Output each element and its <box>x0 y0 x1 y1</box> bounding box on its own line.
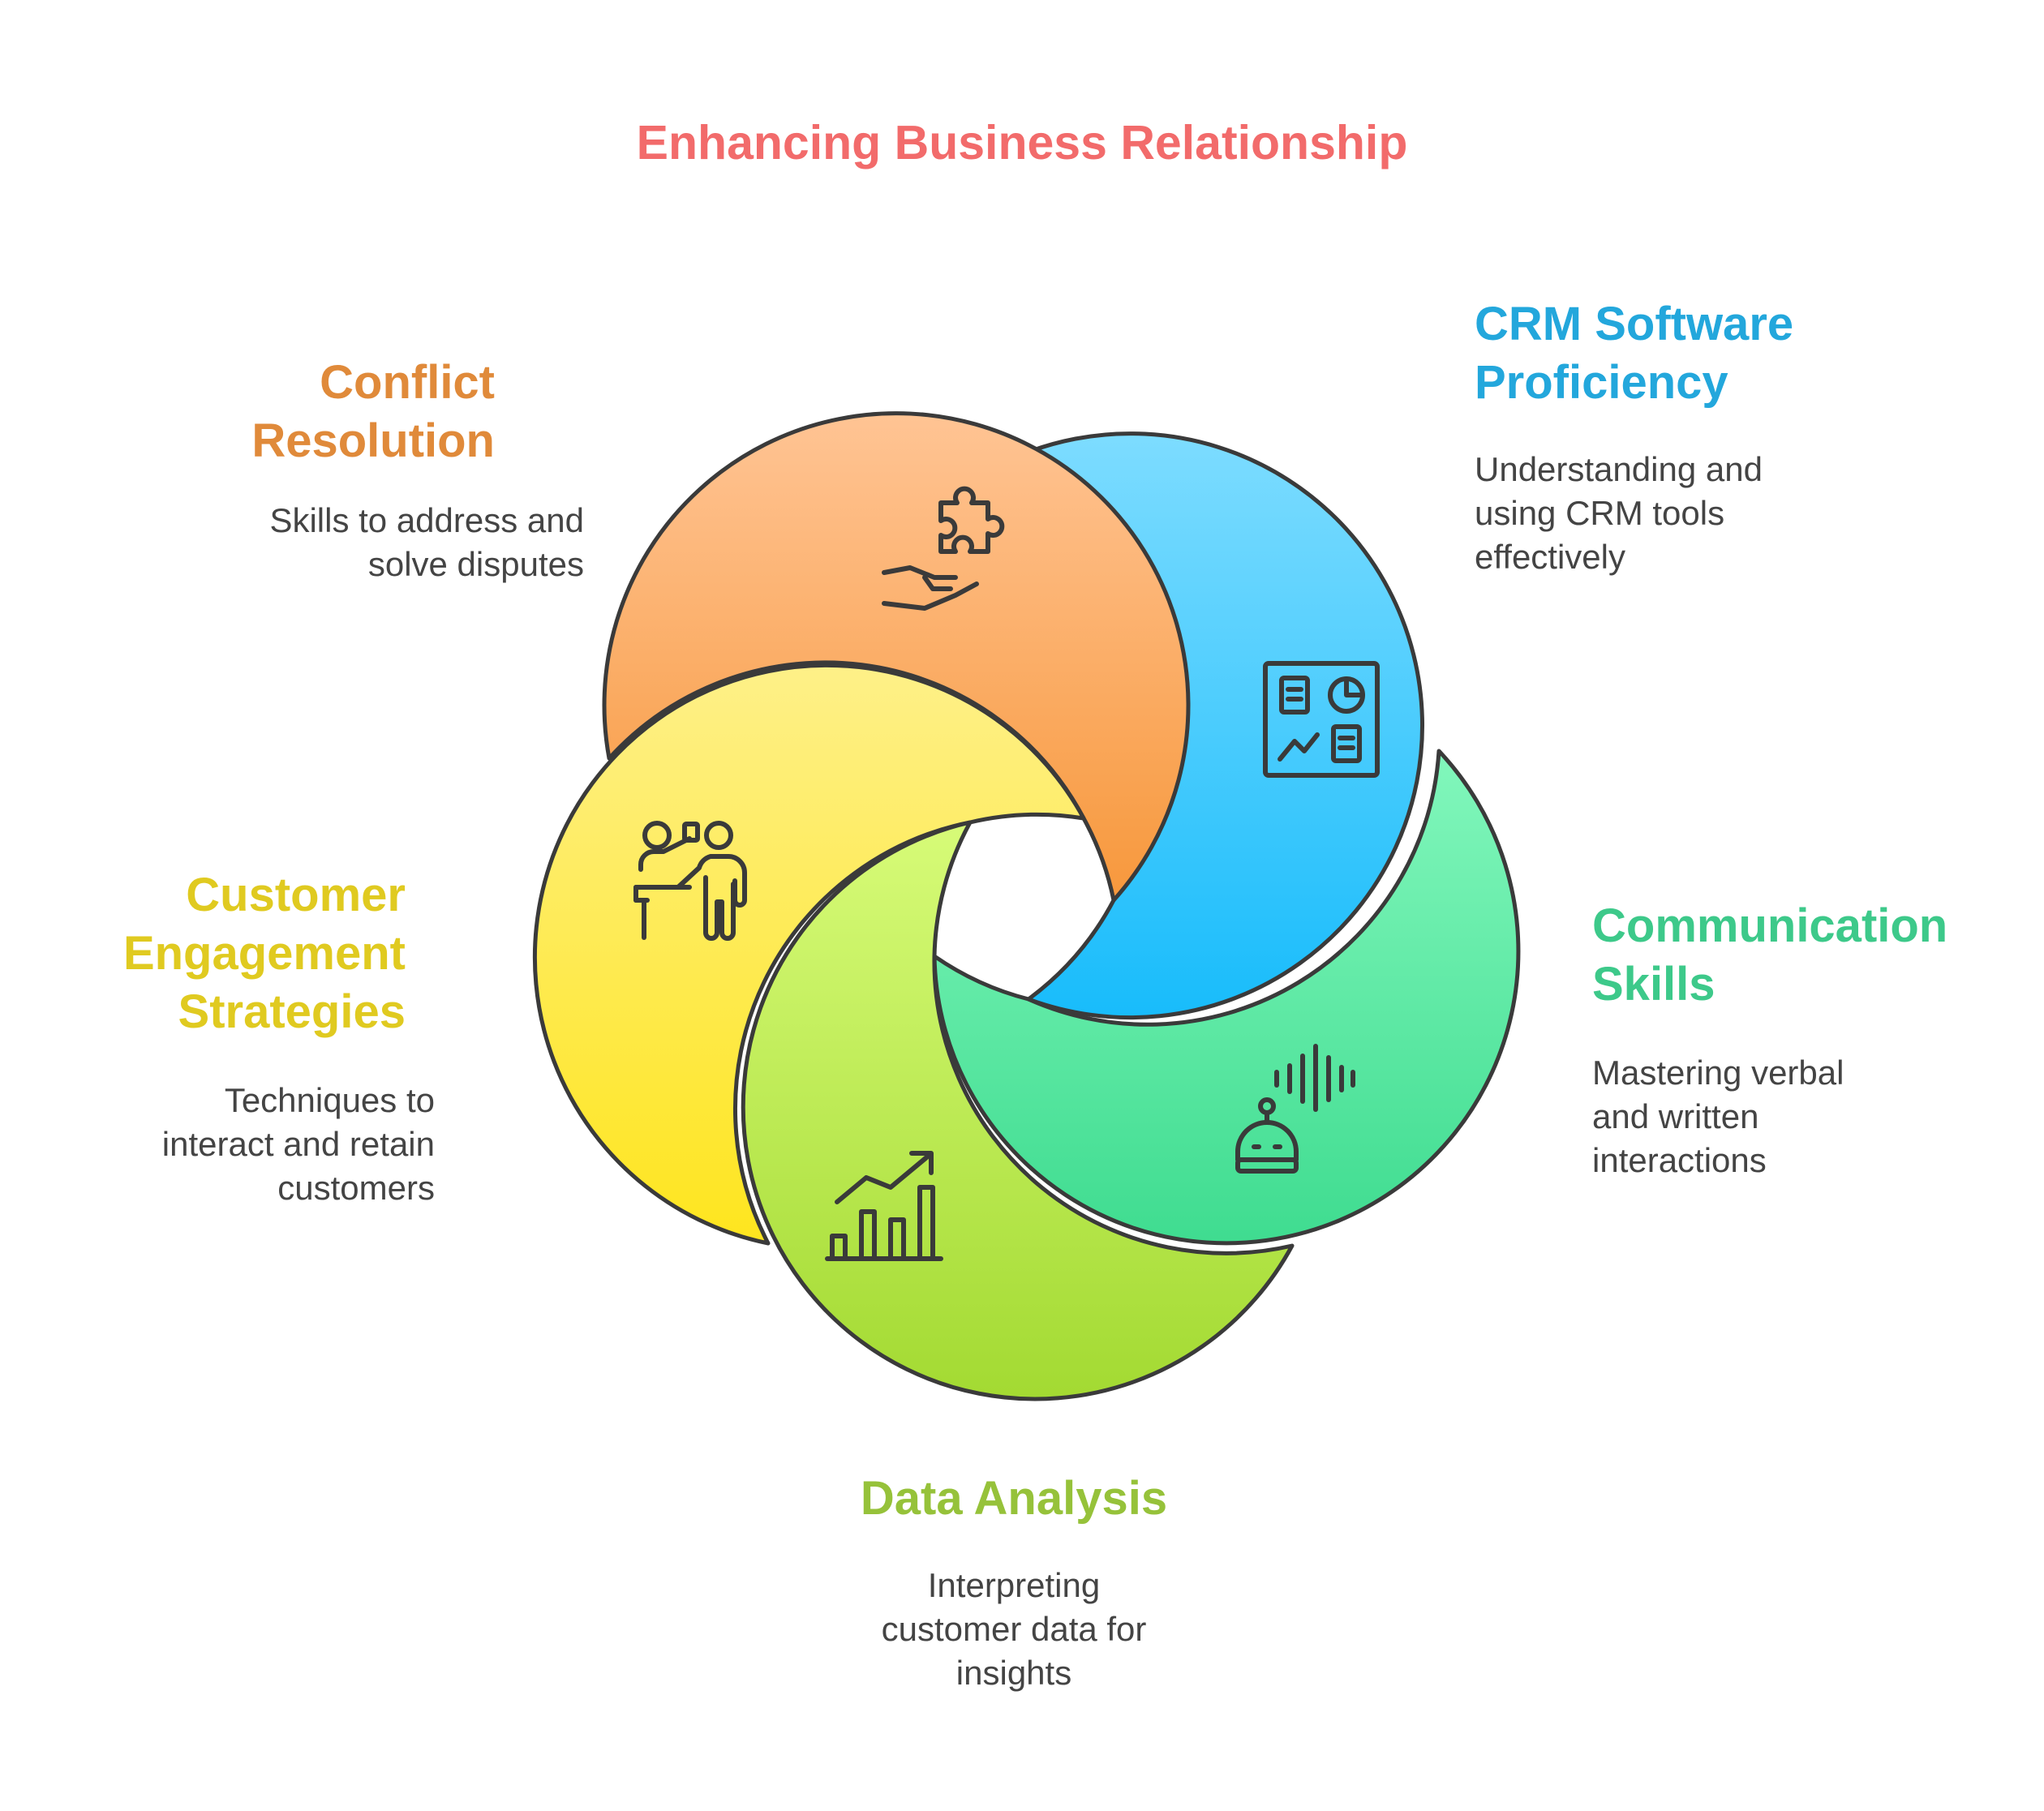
heading-line: Skills <box>1592 958 1716 1011</box>
desc-line: and written <box>1592 1097 1759 1135</box>
desc-line: Interpreting <box>927 1566 1101 1604</box>
desc-line: customer data for <box>881 1610 1147 1648</box>
heading-line: Resolution <box>251 414 495 467</box>
desc-conflict: Skills to address and solve disputes <box>162 499 584 586</box>
dashboard-icon <box>1263 661 1380 778</box>
diagram-title: Enhancing Business Relationship <box>636 116 1408 170</box>
heading-line: Customer <box>186 869 406 921</box>
growth-chart-icon <box>825 1151 943 1261</box>
heading-line: Conflict <box>320 356 495 409</box>
desc-line: interact and retain <box>161 1125 435 1163</box>
segment-data <box>741 820 1295 1401</box>
heading-conflict: Conflict Resolution <box>203 354 495 470</box>
desc-line: Mastering verbal <box>1592 1054 1844 1092</box>
heading-line: Engagement <box>122 927 406 980</box>
heading-line: Communication <box>1592 899 1948 952</box>
puzzle-hand-icon <box>882 486 1005 611</box>
heading-line: CRM Software <box>1475 298 1794 350</box>
desc-line: Understanding and <box>1475 450 1763 488</box>
presenter-icon <box>633 821 747 941</box>
desc-crm: Understanding and using CRM tools effect… <box>1475 448 1961 579</box>
desc-line: solve disputes <box>367 545 584 583</box>
desc-line: Skills to address and <box>269 501 584 539</box>
desc-customer: Techniques to interact and retain custom… <box>97 1079 435 1210</box>
heading-line: Data Analysis <box>860 1472 1168 1525</box>
segment-communication <box>932 749 1521 1246</box>
desc-line: interactions <box>1592 1141 1767 1179</box>
voice-assistant-icon <box>1235 1044 1355 1174</box>
heading-line: Proficiency <box>1475 356 1728 409</box>
heading-crm: CRM Software Proficiency <box>1475 295 1961 412</box>
desc-line: customers <box>277 1169 435 1207</box>
desc-line: using CRM tools <box>1475 494 1725 532</box>
heading-line: Strategies <box>178 985 406 1038</box>
segment-conflict <box>602 411 1191 903</box>
heading-data: Data Analysis <box>811 1470 1217 1528</box>
desc-line: insights <box>955 1654 1072 1692</box>
desc-line: Techniques to <box>224 1081 435 1119</box>
desc-data: Interpreting customer data for insights <box>811 1564 1217 1695</box>
heading-communication: Communication Skills <box>1592 897 2030 1014</box>
desc-communication: Mastering verbal and written interaction… <box>1592 1051 1998 1182</box>
segment-customer <box>532 663 1086 1246</box>
heading-customer: Customer Engagement Strategies <box>81 866 406 1041</box>
desc-line: effectively <box>1475 538 1625 576</box>
